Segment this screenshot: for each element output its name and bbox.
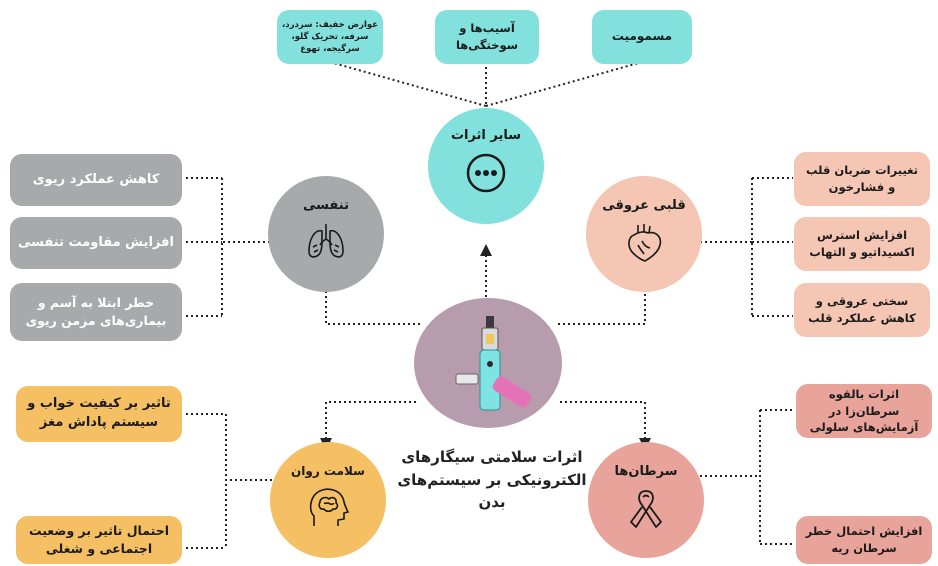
node-respiratory: تنفسی [268,176,384,292]
node-cancer-label: سرطان‌ها [614,464,678,479]
more-dots-icon [464,151,508,199]
box-mild-side-effects: عوارض خفیف: سردرد، سرفه، تحریک گلو، سرگی… [277,10,383,64]
node-other-label: سایر اثرات [450,128,522,143]
box-increased-resistance: افزایش مقاومت تنفسی [10,217,182,269]
link-center-cancer [560,401,651,450]
node-other-effects: سایر اثرات [428,108,544,224]
node-respiratory-label: تنفسی [303,198,349,213]
node-mental-health: سلامت روان [270,442,386,558]
box-lung-cancer-risk: افزایش احتمال خطر سرطان ریه [796,516,932,564]
lungs-icon [305,221,347,265]
bracket-mental [186,413,272,549]
bracket-cardio [700,177,793,317]
node-cardiovascular: قلبی عروقی [586,176,702,292]
node-cancers: سرطان‌ها [588,442,704,558]
ribbon-icon [626,487,666,535]
node-cardio-label: قلبی عروقی [602,198,686,213]
heart-icon [624,221,664,267]
node-center-vape [414,298,562,428]
link-other-box1 [329,61,487,107]
diagram-title: اثرات سلامتی سیگارهای الکترونیکی بر سیست… [396,446,588,514]
brain-head-icon [306,486,350,532]
link-center-resp [320,270,420,325]
bracket-cancer [700,409,795,545]
link-other-box3 [485,61,643,107]
node-mental-label: سلامت روان [291,464,365,478]
box-injuries-burns: آسیب‌ها و سوختگی‌ها [435,10,539,64]
title-line-1: اثرات سلامتی سیگارهای [401,448,583,466]
box-carcinogenic-effects: اثرات بالقوه سرطان‌زا در آزمایش‌های سلول… [796,384,932,438]
box-oxidative-stress: افزایش استرس اکسیداتیو و التهاب [794,217,930,271]
box-reduced-lung-function: کاهش عملکرد ریوی [10,154,182,206]
link-center-cardio [558,270,651,325]
box-asthma-risk: خطر ابتلا به آسم و بیماری‌های مزمن ریوی [10,283,182,341]
box-poisoning: مسمومیت [592,10,692,64]
box-sleep-quality: تاثیر بر کیفیت خواب و سیستم پاداش مغز [16,386,182,442]
vape-device-icon [428,308,548,422]
title-line-2: الکترونیکی بر سیستم‌های بدن [397,470,587,512]
bracket-resp [186,177,270,317]
box-vascular-stiffness: سختی عروقی و کاهش عملکرد قلب [794,283,930,337]
link-center-mental [320,401,416,450]
box-social-occupational: احتمال تاثیر بر وضعیت اجتماعی و شغلی [16,516,182,564]
box-heart-rate-changes: تغییرات ضربان قلب و فشارخون [794,152,930,206]
